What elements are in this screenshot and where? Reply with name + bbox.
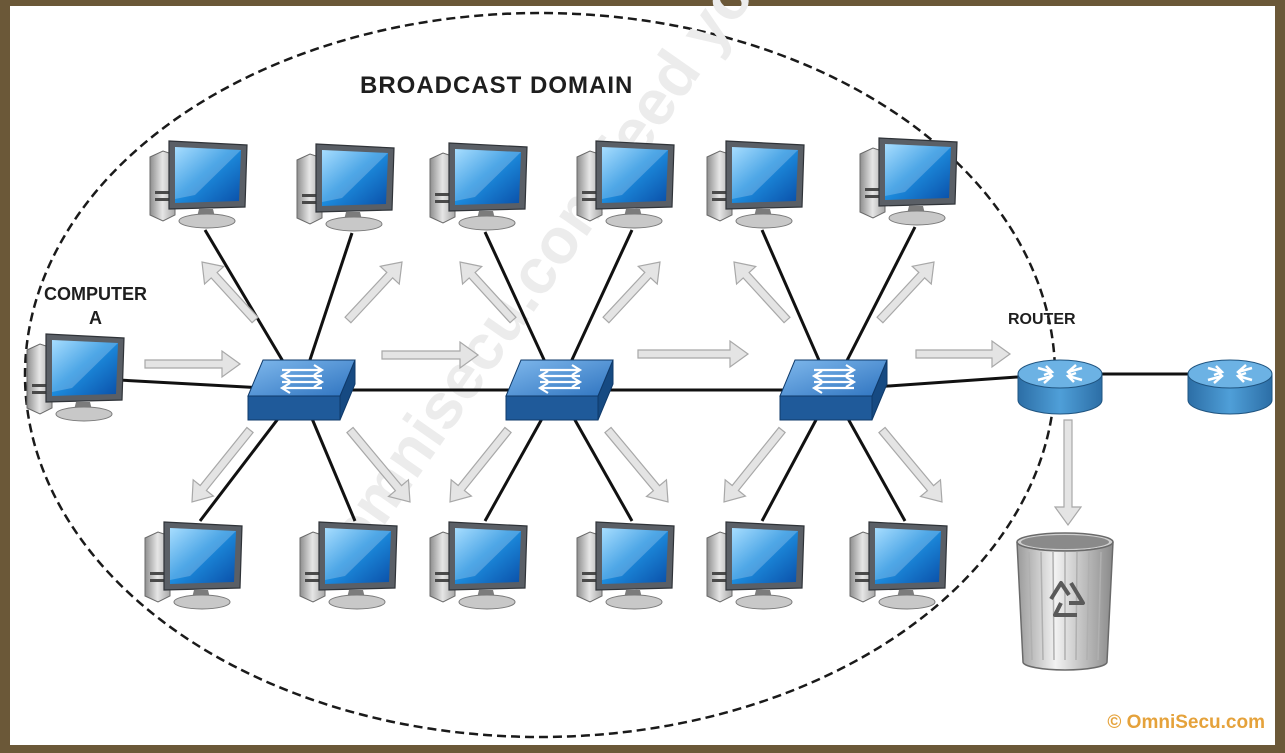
broadcast-arrow: [915, 339, 1012, 369]
computer-icon: [299, 521, 398, 610]
computer-icon: [849, 521, 948, 610]
router-icon: [1017, 359, 1103, 415]
computer-a-label-line1: COMPUTER: [44, 284, 147, 304]
switch-icon: [505, 359, 614, 421]
computer-icon: [144, 521, 243, 610]
diagram-title: BROADCAST DOMAIN: [360, 72, 634, 99]
remote-router-icon: [1187, 359, 1273, 415]
broadcast-arrow: [449, 426, 512, 503]
computer-a-label-line2: A: [89, 308, 102, 328]
recycle-bin-icon: [1016, 532, 1114, 671]
broadcast-arrow: [602, 261, 661, 324]
computer-icon: [429, 521, 528, 610]
network-devices: [26, 137, 1273, 671]
broadcast-arrow: [733, 261, 791, 324]
broadcast-arrow: [1053, 419, 1083, 527]
computer-icon: [576, 521, 675, 610]
computer-icon: [296, 143, 395, 232]
broadcast-arrow: [201, 261, 259, 324]
broadcast-arrows: [144, 261, 1083, 527]
computer-icon: [429, 142, 528, 231]
computer-a-label: COMPUTER A: [44, 282, 147, 330]
broadcast-arrow: [723, 426, 786, 503]
broadcast-arrow: [604, 426, 669, 503]
computer-icon: [149, 140, 248, 229]
computer-icon: [859, 137, 958, 226]
broadcast-arrow: [637, 339, 750, 369]
broadcast-arrow: [344, 261, 403, 324]
broadcast-arrow: [459, 261, 517, 324]
switch-icon: [247, 359, 356, 421]
broadcast-arrow: [346, 426, 411, 503]
broadcast-arrow: [191, 426, 254, 503]
copyright-text: © OmniSecu.com: [1107, 712, 1265, 733]
computer-icon: [706, 140, 805, 229]
broadcast-arrow: [876, 261, 935, 324]
broadcast-arrow: [381, 340, 480, 370]
computer-a-icon: [26, 333, 125, 422]
broadcast-arrow: [144, 349, 242, 379]
computer-icon: [576, 140, 675, 229]
switch-icon: [779, 359, 888, 421]
router-label: ROUTER: [1008, 311, 1076, 328]
broadcast-arrow: [878, 426, 943, 503]
computer-icon: [706, 521, 805, 610]
